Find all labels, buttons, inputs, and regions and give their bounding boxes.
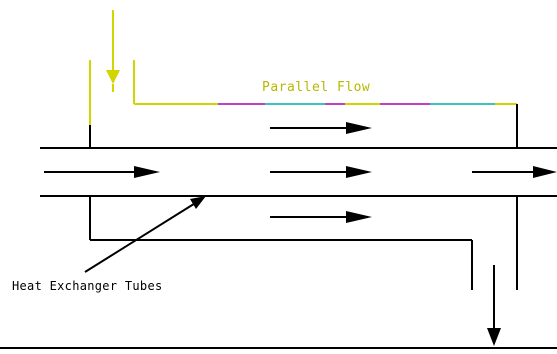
tube-flow-arrow-3: [472, 166, 557, 178]
shell-inlet-pipe: [89, 60, 135, 148]
shell-top-wall: [134, 103, 518, 148]
tubes-label: Heat Exchanger Tubes: [12, 279, 163, 293]
shell-flow-arrow-top: [270, 122, 372, 134]
outlet-flow-arrow: [487, 265, 501, 346]
shell-flow-arrow-bottom: [270, 211, 372, 223]
shell-bottom-and-outlet: [89, 196, 518, 290]
tube-flow-arrow-2: [270, 166, 372, 178]
tubes-leader-line: [84, 196, 206, 273]
diagram-title: Parallel Flow: [262, 80, 371, 95]
inlet-flow-arrow: [106, 10, 120, 92]
tube: [40, 147, 557, 197]
tube-flow-arrow-1: [44, 166, 160, 178]
